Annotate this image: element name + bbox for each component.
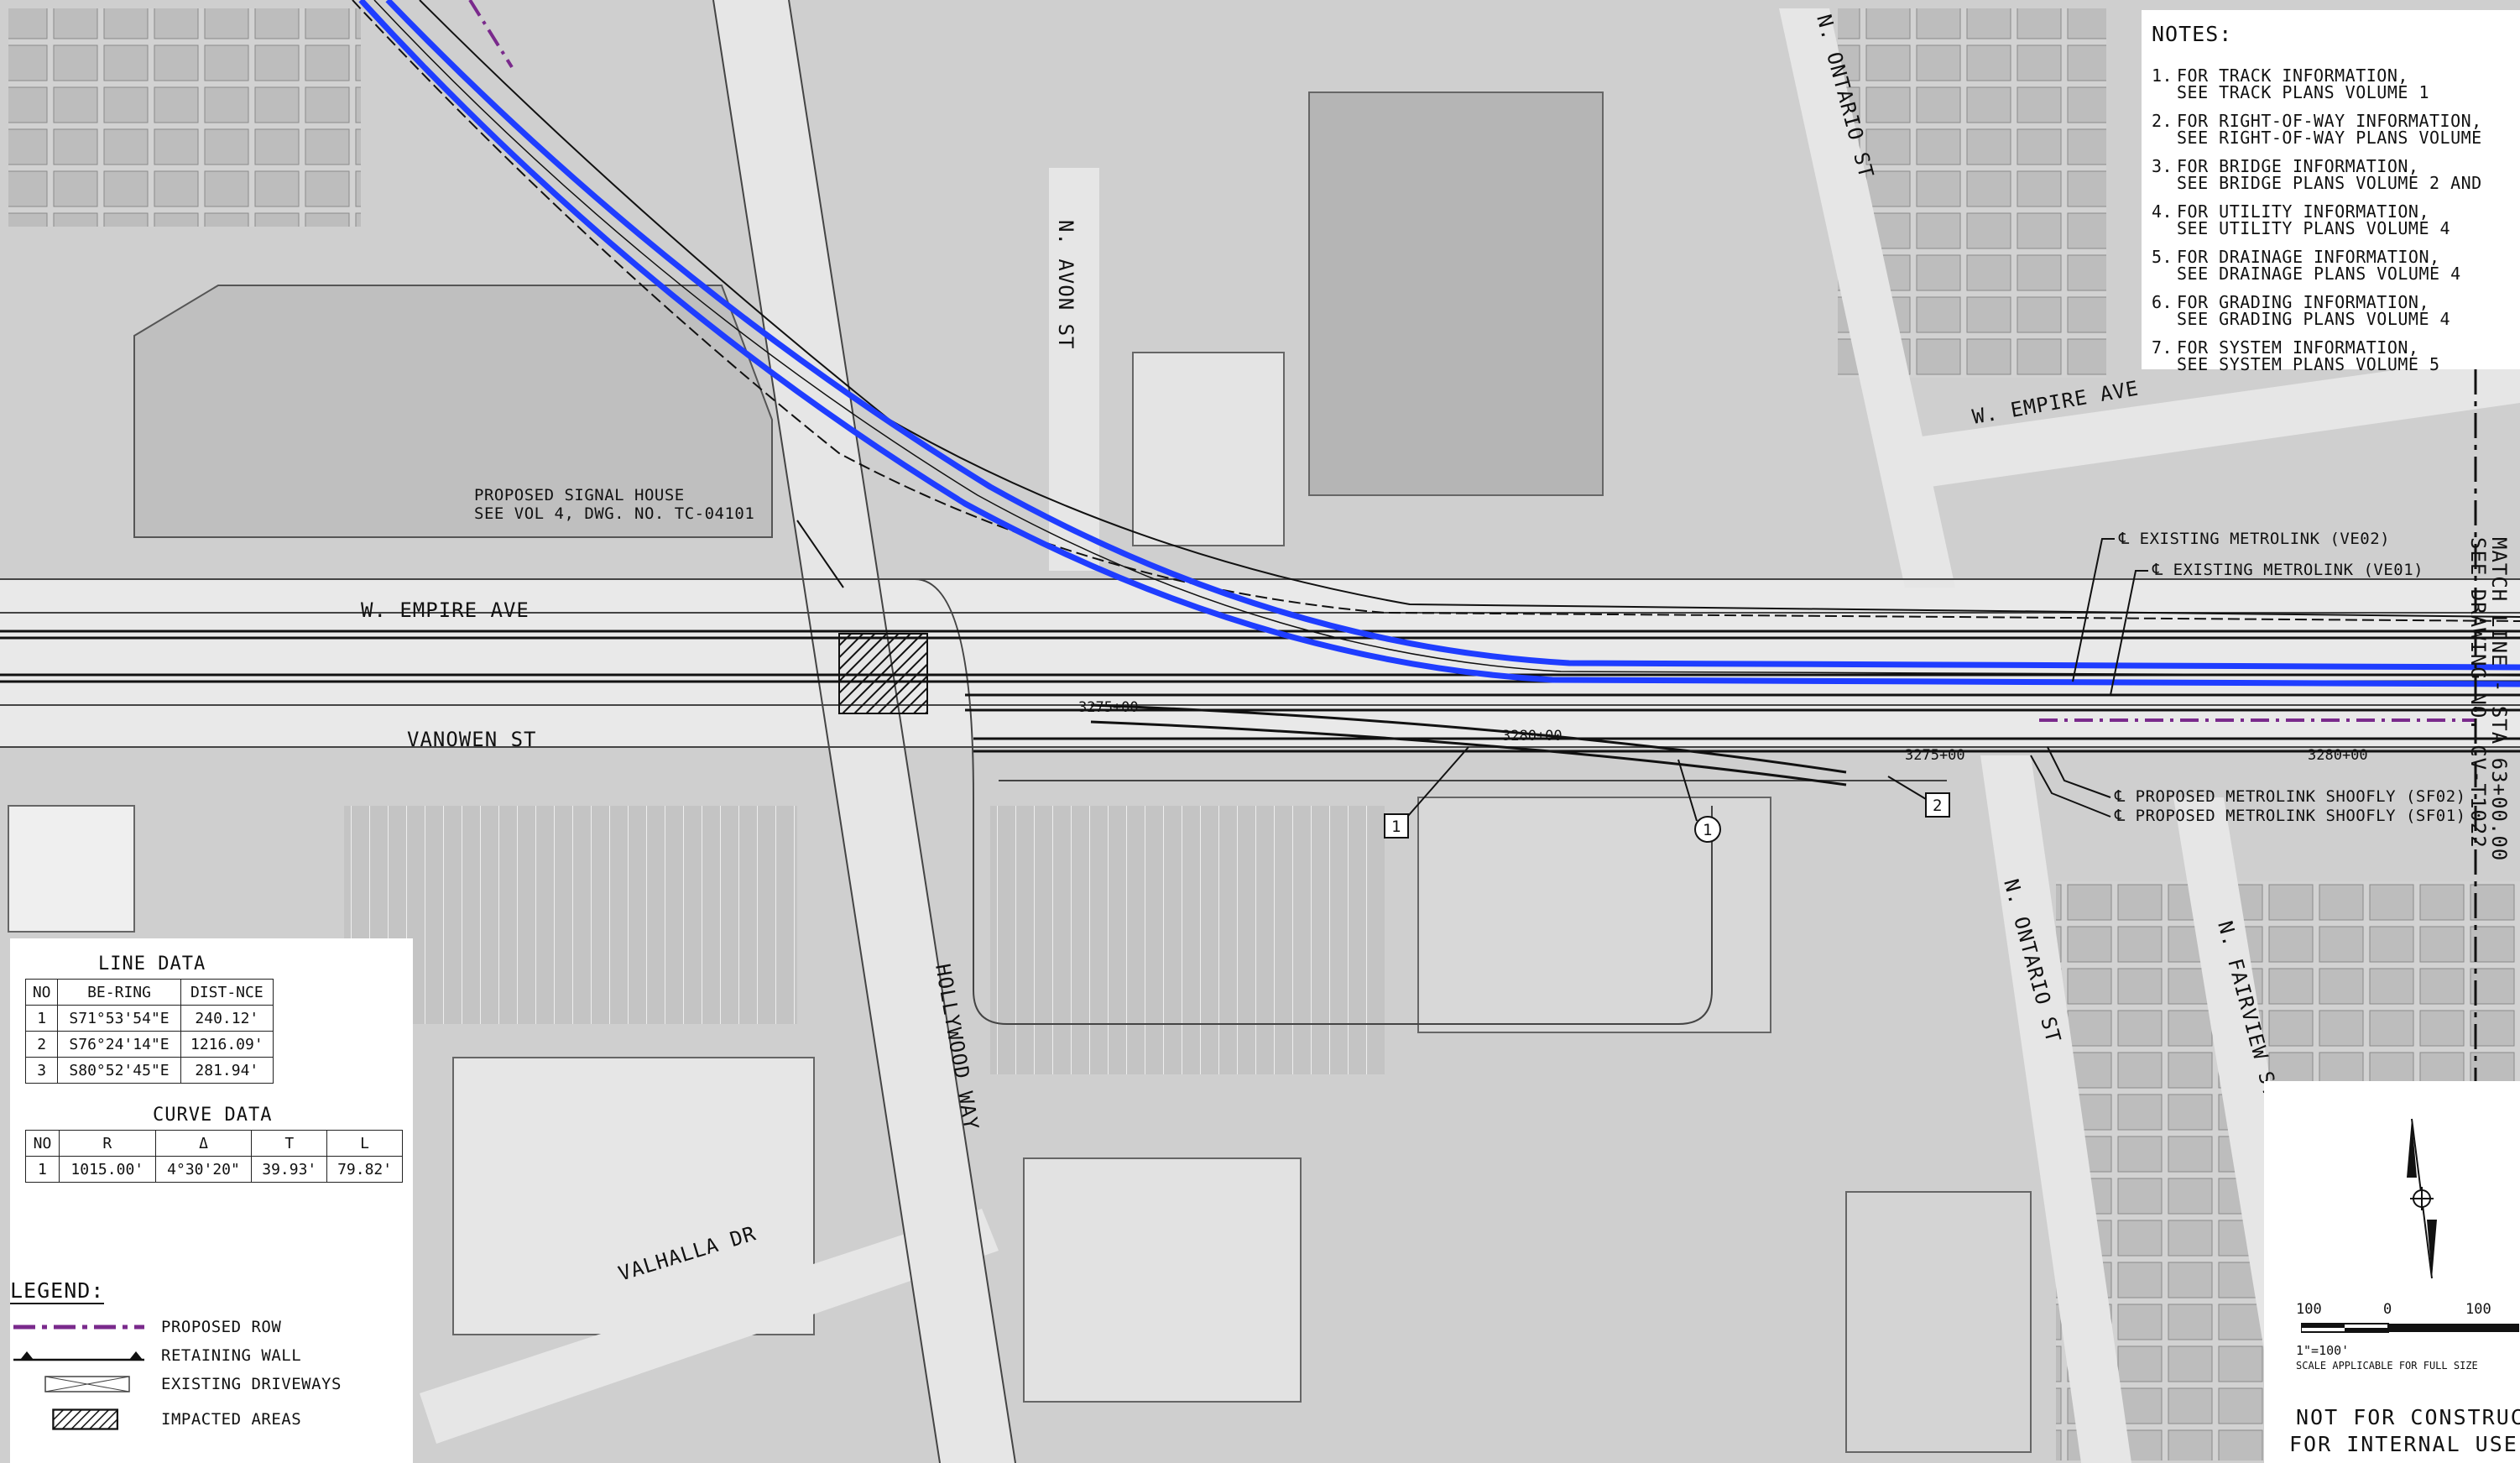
svg-text:2: 2	[1933, 797, 1943, 815]
proposed-alignment-track-2	[385, 0, 2520, 671]
legend-item-proposed-row: PROPOSED ROW	[10, 1314, 404, 1340]
leader-ve02	[2072, 538, 2115, 682]
line-marker-1: 1	[1384, 746, 1469, 839]
notes-block: NOTES: 1.FOR TRACK INFORMATION,SEE TRACK…	[2142, 10, 2520, 373]
road-valhalla	[420, 1209, 999, 1444]
station-label: 3280+00	[1502, 728, 1563, 745]
proposed-row-symbol	[13, 1325, 144, 1330]
impacted-area-symbol	[52, 1408, 119, 1430]
scale-bar	[2301, 1323, 2519, 1333]
driveway-symbol	[44, 1376, 130, 1392]
match-line-label-1: MATCH LINE - STA 63+00.00	[2487, 537, 2511, 861]
leader-sf01	[2030, 755, 2111, 818]
street-label-n-avon-st: N. AVON ST	[1054, 220, 1077, 350]
road-hollywood-way	[713, 0, 1015, 1463]
callout-proposed-shoofly-sf01: ℄ PROPOSED METROLINK SHOOFLY (SF01)	[2114, 807, 2466, 825]
stamp-not-for-construction: NOT FOR CONSTRUC	[2296, 1405, 2520, 1429]
callout-proposed-shoofly-sf02: ℄ PROPOSED METROLINK SHOOFLY (SF02)	[2114, 787, 2466, 806]
street-label-w-empire-ave: W. EMPIRE AVE	[361, 598, 530, 622]
scale-tick-label: 100	[2296, 1301, 2322, 1318]
svg-text:1: 1	[1703, 821, 1713, 839]
parking-lot-center	[990, 806, 1385, 1074]
scale-tick-label: 0	[2383, 1301, 2392, 1318]
scale-ratio: 1"=100'	[2296, 1343, 2350, 1358]
note-item: 2.FOR RIGHT-OF-WAY INFORMATION,SEE RIGHT…	[2152, 111, 2482, 148]
signal-house-leader	[796, 520, 844, 588]
warehouse-building-nw	[133, 285, 773, 538]
line-data-title: LINE DATA	[98, 954, 206, 974]
proposed-row-line	[468, 0, 514, 69]
callout-existing-metrolink-ve01: ℄ EXISTING METROLINK (VE01)	[2152, 561, 2423, 579]
callout-existing-metrolink-ve02: ℄ EXISTING METROLINK (VE02)	[2118, 530, 2390, 548]
note-item: 3.FOR BRIDGE INFORMATION,SEE BRIDGE PLAN…	[2152, 156, 2482, 193]
proposed-alignment-centerline	[373, 0, 2520, 677]
legend-title: LEGEND:	[10, 1278, 105, 1304]
note-item: 4.FOR UTILITY INFORMATION,SEE UTILITY PL…	[2152, 201, 2451, 238]
scale-tick-label: 100	[2465, 1301, 2491, 1318]
road-n-ontario-south	[1980, 755, 2131, 1463]
building-bottom-right	[1845, 1191, 2032, 1453]
street-label-vanowen-st: VANOWEN ST	[407, 728, 537, 751]
station-label: 3275+00	[1905, 747, 1965, 764]
legend-item-retaining-wall: RETAINING WALL	[10, 1343, 404, 1368]
residential-block-nw	[8, 8, 361, 227]
north-arrow-icon	[2407, 1118, 2437, 1279]
impacted-area-hollywood-crossing	[838, 633, 928, 714]
stamp-internal-use: FOR INTERNAL USE	[2289, 1432, 2518, 1456]
building-south-center	[1023, 1157, 1302, 1403]
road-n-avon	[1049, 168, 1099, 571]
note-item: 6.FOR GRADING INFORMATION,SEE GRADING PL…	[2152, 292, 2451, 329]
signal-house-note-line-1: PROPOSED SIGNAL HOUSE	[474, 486, 685, 504]
note-item: 1.FOR TRACK INFORMATION,SEE TRACK PLANS …	[2152, 65, 2429, 102]
notes-title: NOTES:	[2152, 22, 2233, 46]
line-marker-2: 2	[1887, 776, 1950, 818]
leader-ve01	[2110, 570, 2148, 696]
existing-tracks	[0, 630, 2520, 753]
title-corner-box: 100 0 100 1"=100' SCALE APPLICABLE FOR F…	[2264, 1081, 2520, 1463]
note-item: 7.FOR SYSTEM INFORMATION,SEE SYSTEM PLAN…	[2152, 337, 2440, 374]
legend-item-impacted-areas: IMPACTED AREAS	[10, 1407, 404, 1432]
curve-data-title: CURVE DATA	[153, 1105, 273, 1126]
parking-lot-sw	[344, 806, 797, 1024]
station-label: 3275+00	[1078, 699, 1139, 716]
scale-note: SCALE APPLICABLE FOR FULL SIZE	[2296, 1360, 2478, 1372]
signal-house-note-line-2: SEE VOL 4, DWG. NO. TC-04101	[474, 504, 754, 523]
road-n-ontario-north	[1779, 8, 1955, 588]
match-line-label-2: SEE DRAWING NO. CV-T1022	[2466, 537, 2490, 849]
building-north-east	[1308, 91, 1604, 496]
note-item: 5.FOR DRAINAGE INFORMATION,SEE DRAINAGE …	[2152, 247, 2461, 284]
legend-item-existing-driveways: EXISTING DRIVEWAYS	[10, 1372, 404, 1397]
proposed-shoofly-tracks	[1090, 703, 1847, 786]
retaining-wall-symbol	[13, 1351, 144, 1361]
svg-text:1: 1	[1391, 818, 1401, 836]
road-w-empire-east	[1922, 353, 2520, 487]
station-label: 3280+00	[2308, 747, 2368, 764]
building-far-sw	[8, 805, 135, 933]
proposed-alignment-track-1	[358, 0, 2520, 687]
building-north-center	[1132, 352, 1285, 546]
leader-sf02	[2047, 746, 2111, 798]
curve-marker-1: 1	[1677, 759, 1721, 843]
